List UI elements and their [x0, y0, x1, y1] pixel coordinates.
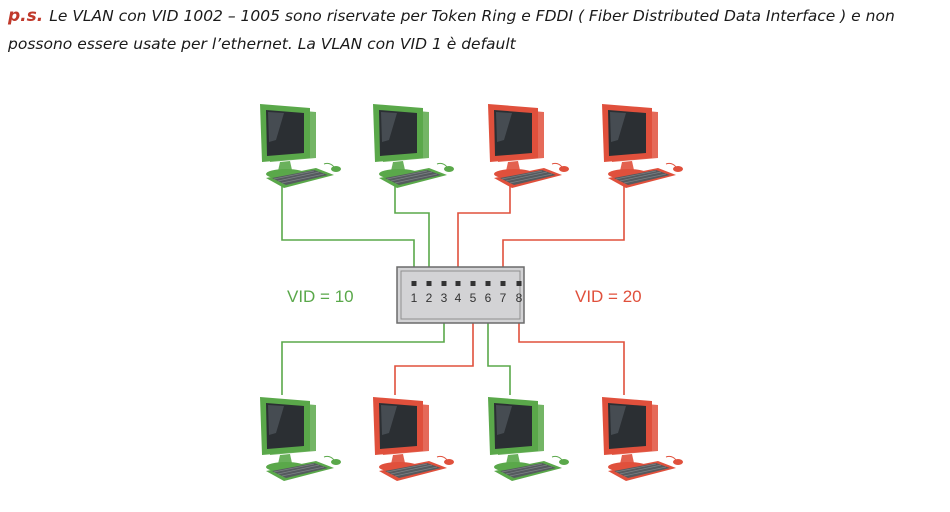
computer-icon: [372, 103, 455, 189]
computer-icon: [601, 103, 684, 189]
port-1: [411, 281, 417, 286]
cable-port-7: [502, 185, 625, 281]
cable-group: [281, 185, 625, 395]
port-2: [426, 281, 432, 286]
computer-icon: [259, 396, 342, 482]
port-4: [455, 281, 461, 286]
port-number-5: 5: [470, 291, 477, 305]
note-paragraph: p.s.Le VLAN con VID 1002 – 1005 sono ris…: [8, 2, 938, 58]
port-8: [516, 281, 522, 286]
cable-port-6: [487, 286, 511, 395]
computer-icon: [372, 396, 455, 482]
computer-icon: [487, 103, 570, 189]
computer-icon: [259, 103, 342, 189]
note-text: Le VLAN con VID 1002 – 1005 sono riserva…: [8, 7, 895, 53]
port-number-7: 7: [500, 291, 507, 305]
vlan-10-label: VID = 10: [287, 287, 354, 306]
cable-port-2: [394, 185, 430, 281]
port-number-6: 6: [485, 291, 492, 305]
port-number-4: 4: [455, 291, 462, 305]
port-number-8: 8: [516, 291, 523, 305]
port-7: [500, 281, 506, 286]
ps-label: p.s.: [8, 6, 44, 26]
switch: [396, 266, 525, 324]
port-number-3: 3: [441, 291, 448, 305]
cable-port-1: [281, 185, 415, 281]
port-number-1: 1: [411, 291, 418, 305]
port-3: [441, 281, 447, 286]
cable-port-4: [457, 185, 511, 281]
cable-port-5: [394, 286, 474, 395]
computer-icon: [601, 396, 684, 482]
port-number-2: 2: [426, 291, 433, 305]
vlan-20-label: VID = 20: [575, 287, 642, 306]
port-5: [470, 281, 476, 286]
computer-icon: [487, 396, 570, 482]
port-6: [485, 281, 491, 286]
